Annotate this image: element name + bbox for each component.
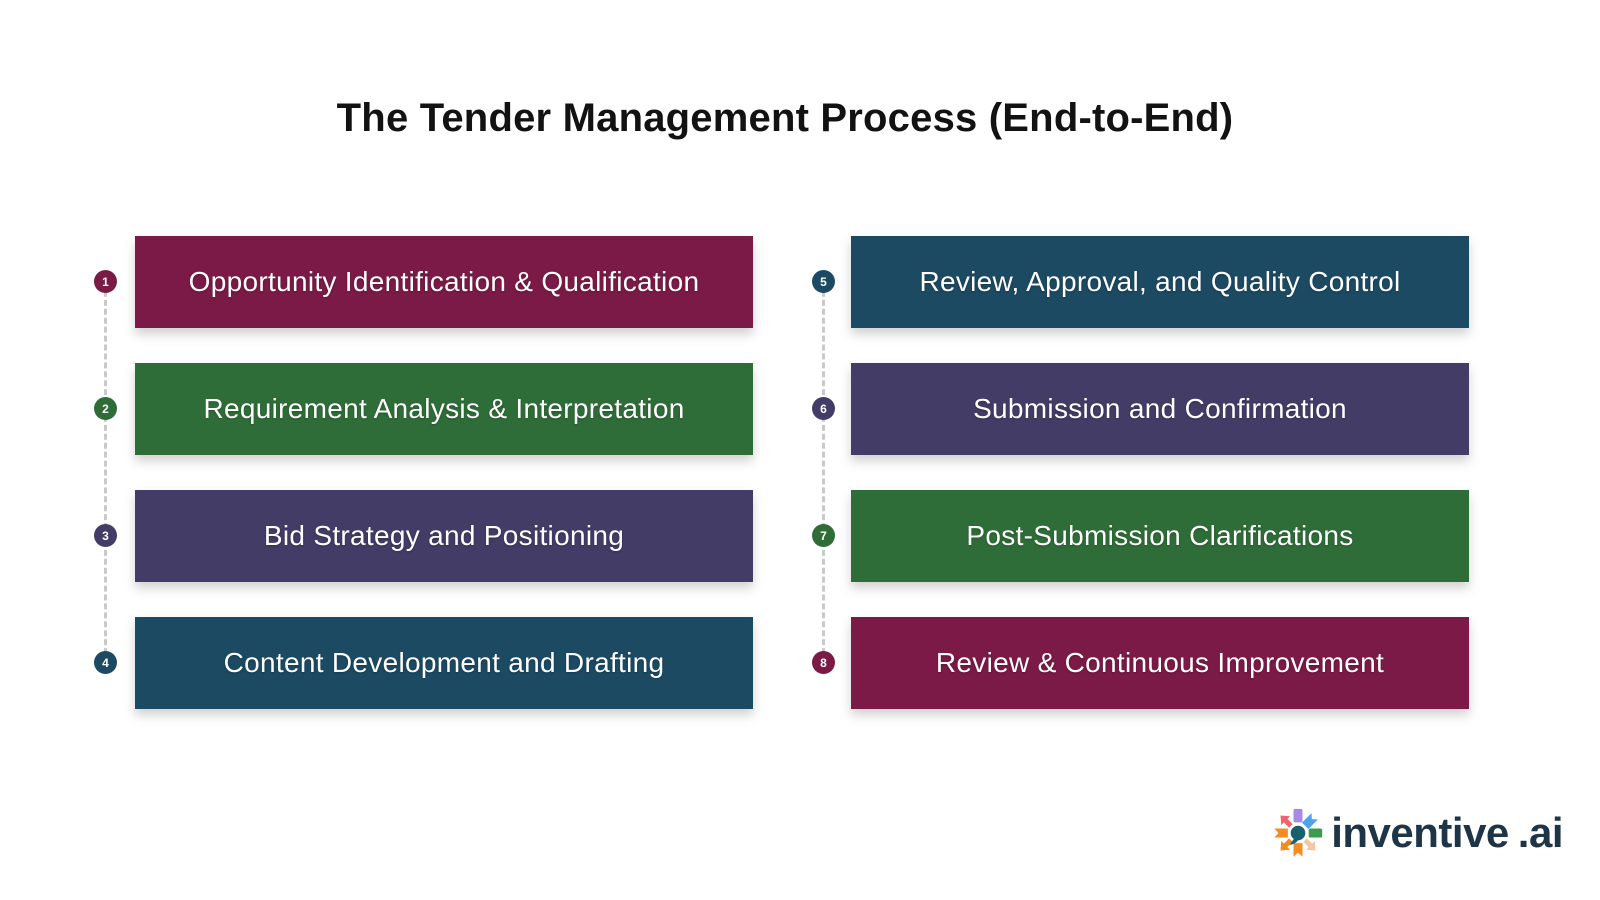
left-column-connector-line [104, 282, 107, 663]
step-number-3: 3 [102, 528, 109, 543]
step-number-badge-1: 1 [94, 270, 117, 293]
logo-tld-text: .ai [1517, 809, 1564, 856]
step-label: Submission and Confirmation [973, 393, 1347, 424]
step-number-8: 8 [820, 655, 827, 670]
step-bar-bid-strategy: Bid Strategy and Positioning [135, 490, 753, 582]
step-number-badge-5: 5 [812, 270, 835, 293]
step-number-badge-4: 4 [94, 651, 117, 674]
step-label: Review, Approval, and Quality Control [919, 266, 1401, 297]
inventive-starburst-icon [1274, 808, 1323, 857]
step-number-7: 7 [820, 528, 827, 543]
step-label: Review & Continuous Improvement [935, 647, 1385, 678]
step-bar-continuous-improvement: Review & Continuous Improvement [851, 617, 1469, 709]
step-label: Requirement Analysis & Interpretation [203, 393, 685, 424]
step-bar-review-approval: Review, Approval, and Quality Control [851, 236, 1469, 328]
page-title: The Tender Management Process (End-to-En… [336, 96, 1234, 140]
step-number-1: 1 [102, 274, 109, 289]
step-label: Content Development and Drafting [223, 647, 665, 678]
step-label: Post-Submission Clarifications [966, 520, 1354, 551]
step-label: Bid Strategy and Positioning [263, 520, 625, 551]
step-number-badge-2: 2 [94, 397, 117, 420]
step-label: Opportunity Identification & Qualificati… [188, 266, 700, 297]
right-column-connector-line [822, 282, 825, 663]
step-number-badge-3: 3 [94, 524, 117, 547]
step-bar-post-submission: Post-Submission Clarifications [851, 490, 1469, 582]
logo-brand-text: inventive [1331, 809, 1509, 856]
inventive-ai-logo: inventive .ai [1271, 806, 1564, 860]
step-number-badge-8: 8 [812, 651, 835, 674]
step-number-badge-6: 6 [812, 397, 835, 420]
step-number-badge-7: 7 [812, 524, 835, 547]
step-number-4: 4 [102, 655, 109, 670]
step-bar-opportunity-identification: Opportunity Identification & Qualificati… [135, 236, 753, 328]
step-bar-content-development: Content Development and Drafting [135, 617, 753, 709]
step-bar-submission-confirmation: Submission and Confirmation [851, 363, 1469, 455]
step-number-2: 2 [102, 401, 109, 416]
step-bar-requirement-analysis: Requirement Analysis & Interpretation [135, 363, 753, 455]
step-number-6: 6 [820, 401, 827, 416]
step-number-5: 5 [820, 274, 827, 289]
